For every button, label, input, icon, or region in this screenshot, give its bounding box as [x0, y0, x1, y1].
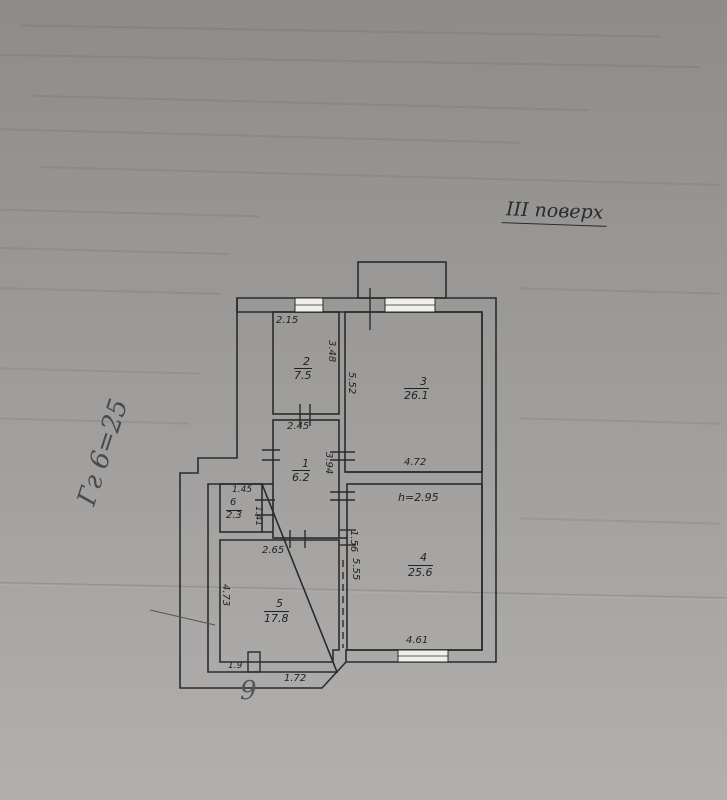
room-3-area: 26.1: [404, 388, 429, 402]
windows: [294, 297, 449, 663]
room-1-area: 6.2: [292, 470, 310, 484]
room-3-width: 4.72: [404, 457, 427, 468]
room-4-area: 25.6: [408, 565, 433, 579]
room-6-number: 6: [230, 497, 237, 508]
room-2-width: 2.15: [276, 315, 299, 326]
room-5-walls: [219, 539, 340, 663]
niche: [247, 651, 261, 673]
corridor-height: 1.56: [348, 530, 359, 553]
room-6-area: 2.3: [226, 510, 242, 521]
annotation-line: [149, 609, 216, 626]
room-6-walls: [219, 483, 263, 533]
room-3-number: 3: [420, 375, 427, 388]
room-5-small-width: 1.9: [228, 661, 243, 671]
door-marks: [255, 288, 371, 548]
room-2-area: 7.5: [294, 368, 312, 382]
room-6-width: 1.45: [232, 485, 253, 495]
room-4-height: 5.55: [350, 558, 361, 581]
room-4-ceiling-height: h=2.95: [398, 491, 439, 504]
room-5-width: 1.72: [284, 673, 307, 684]
room-4-width: 4.61: [406, 635, 429, 646]
room-1-height: 3.94: [323, 452, 334, 475]
room-6-height: 1.41: [253, 506, 263, 527]
room-5-height: 4.73: [220, 584, 231, 607]
room-5-number: 5: [276, 597, 283, 610]
room-1-bottom: 2.65: [262, 545, 285, 556]
room-5-area: 17.8: [264, 611, 289, 625]
room-3-height: 5.52: [346, 372, 357, 395]
room-2-number: 2: [303, 355, 310, 368]
room-1-width: 2.45: [287, 421, 310, 432]
outer-wall: [179, 297, 497, 689]
balcony: [357, 261, 447, 299]
room-1-walls: [272, 419, 340, 539]
room-1-number: 1: [302, 457, 309, 470]
room-2-height: 3.48: [326, 340, 337, 363]
room-4-number: 4: [420, 551, 427, 564]
handwritten-mark: 9: [240, 676, 257, 706]
